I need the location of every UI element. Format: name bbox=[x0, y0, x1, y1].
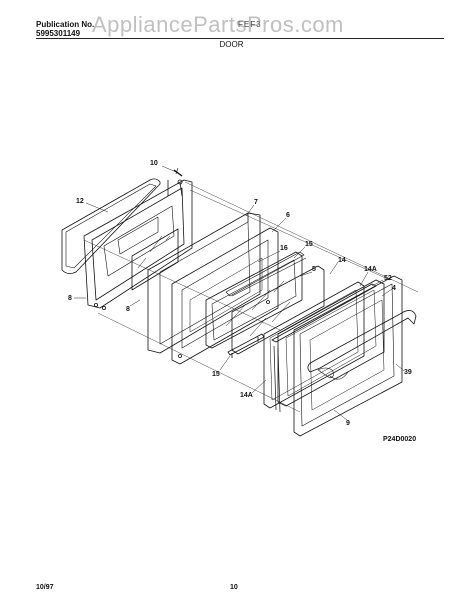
callout-label: 7 bbox=[254, 199, 258, 206]
callout-label: 14A bbox=[240, 392, 253, 399]
callout-label: 15 bbox=[212, 371, 220, 378]
leader-lines bbox=[74, 165, 405, 421]
callout-label: 8 bbox=[126, 306, 130, 313]
callout-label: 16 bbox=[280, 245, 288, 252]
rear-window-glass bbox=[131, 228, 179, 291]
callout-label: 6 bbox=[286, 212, 290, 219]
lower-bracket bbox=[227, 333, 265, 358]
watermark: AppliancePartsPros.com bbox=[92, 12, 344, 37]
callout-label: 10 bbox=[150, 160, 158, 167]
callout-label: 15 bbox=[305, 241, 313, 248]
callout-label: 39 bbox=[404, 369, 412, 376]
inner-door-frame bbox=[83, 179, 193, 310]
callout-label: 52 bbox=[384, 275, 392, 282]
inner-frame bbox=[171, 227, 279, 365]
door-trim bbox=[277, 279, 385, 407]
callout-label: 5 bbox=[312, 266, 316, 273]
projection-lines bbox=[83, 181, 419, 413]
header-rule bbox=[36, 38, 444, 39]
outer-glass bbox=[263, 281, 365, 409]
figure-code: P24D0020 bbox=[383, 436, 417, 443]
publication-label: Publication No. bbox=[36, 20, 95, 29]
section-title: DOOR bbox=[219, 40, 244, 49]
door-gasket bbox=[61, 178, 161, 274]
callout-label: 8 bbox=[68, 295, 72, 302]
footer-date: 10/97 bbox=[36, 584, 54, 591]
callout-label: 4 bbox=[392, 285, 396, 292]
window-glass-assembly bbox=[205, 251, 307, 349]
outer-door-panel bbox=[293, 275, 403, 437]
screw bbox=[173, 167, 183, 177]
publication-number: 5995301149 bbox=[36, 29, 81, 38]
footer-page-number: 10 bbox=[230, 584, 238, 591]
callout-label: 12 bbox=[76, 198, 84, 205]
door-handle bbox=[307, 310, 417, 380]
callout-label: 14 bbox=[338, 257, 346, 264]
callout-labels: 10 12 7 6 16 15 5 14 14A 52 4 8 9 8 15 1… bbox=[68, 160, 412, 427]
callout-label: 14A bbox=[364, 266, 377, 273]
model-number: FEF3 bbox=[238, 20, 262, 29]
callout-label: 9 bbox=[346, 420, 350, 427]
